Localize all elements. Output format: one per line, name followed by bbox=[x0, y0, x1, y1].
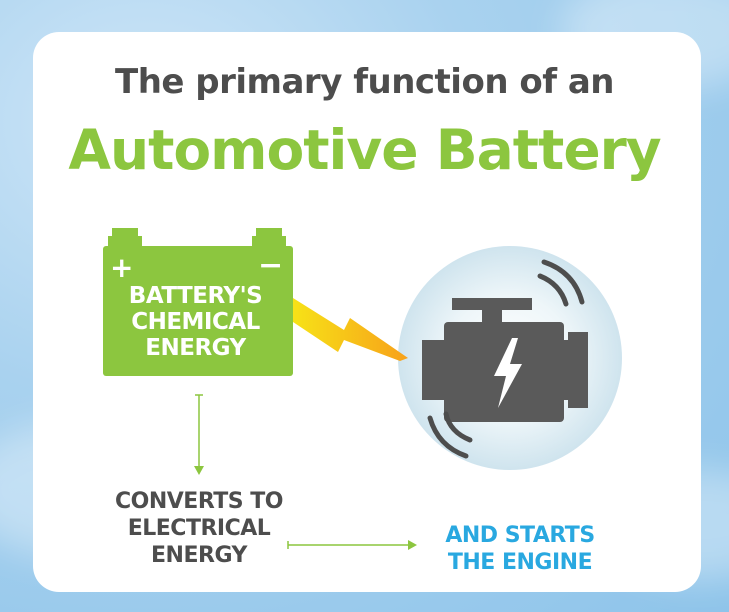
result-label-line: THE ENGINE bbox=[447, 550, 593, 575]
engine-lightning-icon bbox=[494, 338, 522, 408]
right-arrow bbox=[287, 540, 417, 550]
battery-label: BATTERY'S CHEMICAL ENERGY bbox=[103, 283, 288, 361]
convert-label: CONVERTS TO ELECTRICAL ENERGY bbox=[108, 488, 290, 569]
battery-icon bbox=[103, 228, 293, 376]
result-label: AND STARTS THE ENGINE bbox=[432, 522, 608, 576]
negative-terminal-sign: − bbox=[258, 248, 284, 283]
convert-label-line: ENERGY bbox=[151, 543, 247, 568]
convert-label-line: CONVERTS TO bbox=[115, 489, 284, 514]
lightning-bolt-icon bbox=[293, 298, 408, 361]
down-arrow bbox=[194, 394, 204, 475]
battery-label-line: BATTERY'S bbox=[128, 283, 263, 309]
convert-label-line: ELECTRICAL bbox=[127, 516, 271, 541]
battery-label-line: ENERGY bbox=[145, 335, 246, 361]
battery-label-line: CHEMICAL bbox=[131, 309, 260, 335]
positive-terminal-sign: + bbox=[110, 251, 134, 284]
result-label-line: AND STARTS bbox=[445, 523, 595, 548]
title-line-2: Automotive Battery bbox=[68, 118, 661, 182]
title-line-1: The primary function of an bbox=[115, 62, 615, 102]
vibration-waves-icon bbox=[427, 259, 585, 459]
